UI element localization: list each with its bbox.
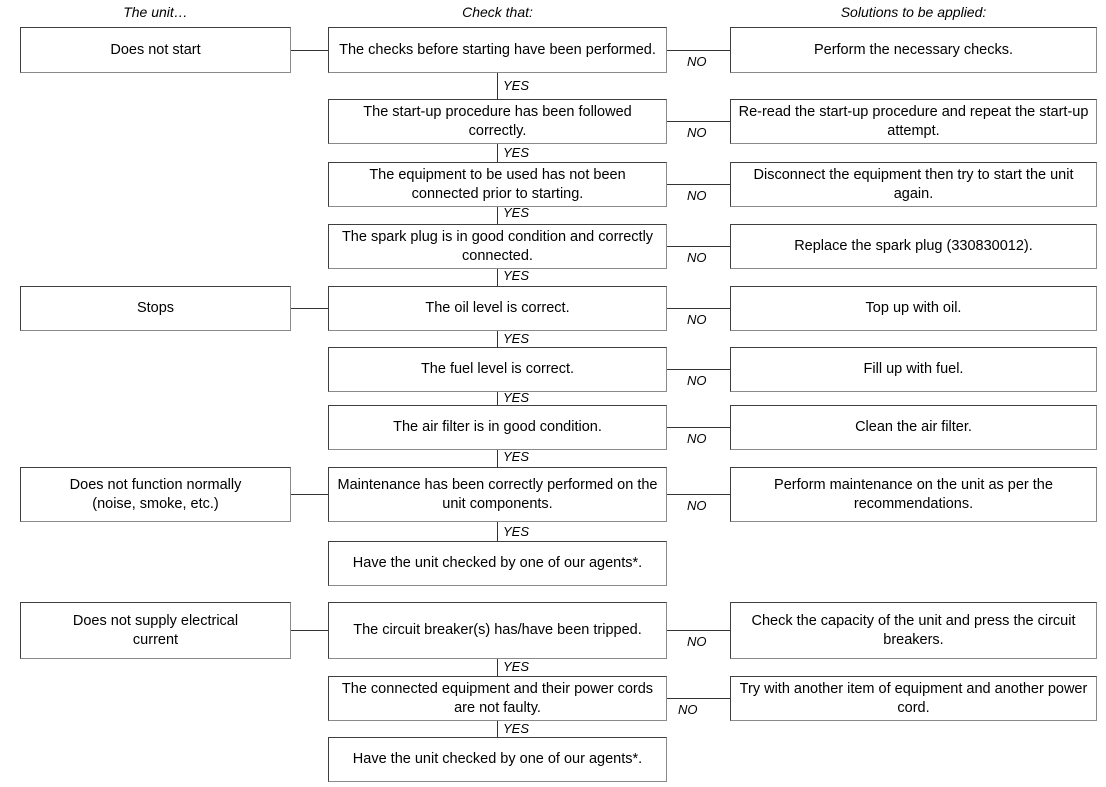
edge-label-no-4: NO: [687, 250, 707, 265]
connector-no-check-4-to-solution-4: [667, 246, 730, 247]
check-box-10[interactable]: The circuit breaker(s) has/have been tri…: [328, 602, 667, 659]
symptom-box-stops[interactable]: Stops: [20, 286, 291, 331]
connector-yes-check-10-to-check-11: [497, 659, 498, 676]
connector-no-check-6-to-solution-6: [667, 369, 730, 370]
check-box-8[interactable]: Maintenance has been correctly performed…: [328, 467, 667, 522]
edge-label-no-8: NO: [687, 498, 707, 513]
edge-label-yes-9: YES: [503, 659, 530, 674]
column-header-solution: Solutions to be applied:: [840, 4, 987, 20]
symptom-label: Does not function normally (noise, smoke…: [69, 476, 242, 512]
connector-symptom-1-to-check-1: [291, 50, 328, 51]
check-label: The equipment to be used has not been co…: [369, 166, 626, 202]
solution-label: Check the capacity of the unit and press…: [751, 612, 1076, 648]
edge-label-no-6: NO: [687, 373, 707, 388]
solution-label: Re-read the start-up procedure and repea…: [738, 103, 1089, 139]
connector-yes-check-3-to-check-4: [497, 207, 498, 224]
connector-no-check-1-to-solution-1: [667, 50, 730, 51]
edge-label-yes-10: YES: [503, 721, 530, 736]
edge-label-no-7: NO: [687, 431, 707, 446]
solution-label: Disconnect the equipment then try to sta…: [753, 166, 1074, 202]
symptom-box-does-not-start[interactable]: Does not start: [20, 27, 291, 73]
check-label: Maintenance has been correctly performed…: [337, 476, 658, 512]
solution-box-4[interactable]: Replace the spark plug (330830012).: [730, 224, 1097, 269]
solution-label: Top up with oil.: [865, 300, 962, 316]
check-label: The fuel level is correct.: [420, 361, 575, 377]
symptom-box-does-not-supply-electrical-current[interactable]: Does not supply electrical current: [20, 602, 291, 659]
connector-no-check-8-to-solution-8: [667, 494, 730, 495]
edge-label-yes-3: YES: [503, 205, 530, 220]
connector-yes-check-5-to-check-6: [497, 331, 498, 347]
check-label: Have the unit checked by one of our agen…: [352, 555, 643, 571]
edge-label-no-10: NO: [678, 702, 698, 717]
connector-symptom-2-to-check-5: [291, 308, 328, 309]
solution-box-3[interactable]: Disconnect the equipment then try to sta…: [730, 162, 1097, 207]
check-box-4[interactable]: The spark plug is in good condition and …: [328, 224, 667, 269]
symptom-label: Does not start: [110, 41, 201, 58]
solution-box-8[interactable]: Perform maintenance on the unit as per t…: [730, 467, 1097, 522]
solution-label: Fill up with fuel.: [863, 361, 964, 377]
connector-no-check-11-to-solution-10: [667, 698, 730, 699]
check-label: The air filter is in good condition.: [393, 419, 602, 435]
edge-label-no-5: NO: [687, 312, 707, 327]
check-label: The circuit breaker(s) has/have been tri…: [353, 622, 642, 638]
check-label: The checks before starting have been per…: [339, 41, 656, 58]
symptom-label: Stops: [136, 300, 175, 316]
solution-label: Replace the spark plug (330830012).: [794, 238, 1033, 254]
check-box-6[interactable]: The fuel level is correct.: [328, 347, 667, 392]
check-box-5[interactable]: The oil level is correct.: [328, 286, 667, 331]
connector-no-check-5-to-solution-5: [667, 308, 730, 309]
edge-label-yes-7: YES: [503, 449, 530, 464]
connector-symptom-4-to-check-10: [291, 630, 328, 631]
check-box-9[interactable]: Have the unit checked by one of our agen…: [328, 541, 667, 586]
check-box-12[interactable]: Have the unit checked by one of our agen…: [328, 737, 667, 782]
connector-yes-check-4-to-check-5: [497, 269, 498, 286]
connector-no-check-3-to-solution-3: [667, 184, 730, 185]
edge-label-yes-1: YES: [503, 78, 530, 93]
connector-no-check-7-to-solution-7: [667, 427, 730, 428]
edge-label-yes-4: YES: [503, 268, 530, 283]
solution-label: Clean the air filter.: [855, 419, 972, 435]
symptom-box-does-not-function-normally[interactable]: Does not function normally (noise, smoke…: [20, 467, 291, 522]
connector-symptom-3-to-check-8: [291, 494, 328, 495]
column-header-check: Check that:: [462, 4, 533, 20]
solution-box-5[interactable]: Top up with oil.: [730, 286, 1097, 331]
solution-box-2[interactable]: Re-read the start-up procedure and repea…: [730, 99, 1097, 144]
check-box-11[interactable]: The connected equipment and their power …: [328, 676, 667, 721]
edge-label-yes-2: YES: [503, 145, 530, 160]
check-box-7[interactable]: The air filter is in good condition.: [328, 405, 667, 450]
edge-label-yes-5: YES: [503, 331, 530, 346]
connector-yes-check-2-to-check-3: [497, 144, 498, 162]
check-box-1[interactable]: The checks before starting have been per…: [328, 27, 667, 73]
solution-label: Perform maintenance on the unit as per t…: [774, 476, 1053, 512]
connector-yes-check-7-to-check-8: [497, 450, 498, 467]
edge-label-no-9: NO: [687, 634, 707, 649]
solution-label: Perform the necessary checks.: [813, 41, 1014, 58]
connector-no-check-2-to-solution-2: [667, 121, 730, 122]
connector-yes-check-6-to-check-7: [497, 392, 498, 405]
edge-label-no-1: NO: [687, 54, 707, 69]
check-label: Have the unit checked by one of our agen…: [352, 751, 643, 767]
check-box-2[interactable]: The start-up procedure has been followed…: [328, 99, 667, 144]
edge-label-yes-6: YES: [503, 390, 530, 405]
connector-yes-check-1-to-check-2: [497, 73, 498, 99]
column-header-symptom: The unit…: [123, 4, 188, 20]
solution-box-7[interactable]: Clean the air filter.: [730, 405, 1097, 450]
connector-no-check-10-to-solution-9: [667, 630, 730, 631]
solution-box-10[interactable]: Try with another item of equipment and a…: [730, 676, 1097, 721]
symptom-label: Does not supply electrical current: [72, 612, 239, 648]
solution-label: Try with another item of equipment and a…: [739, 680, 1088, 716]
connector-yes-check-8-to-check-9: [497, 522, 498, 541]
edge-label-yes-8: YES: [503, 524, 530, 539]
check-box-3[interactable]: The equipment to be used has not been co…: [328, 162, 667, 207]
check-label: The start-up procedure has been followed…: [363, 103, 632, 139]
solution-box-6[interactable]: Fill up with fuel.: [730, 347, 1097, 392]
solution-box-1[interactable]: Perform the necessary checks.: [730, 27, 1097, 73]
solution-box-9[interactable]: Check the capacity of the unit and press…: [730, 602, 1097, 659]
check-label: The oil level is correct.: [425, 300, 570, 316]
edge-label-no-2: NO: [687, 125, 707, 140]
check-label: The spark plug is in good condition and …: [341, 228, 654, 264]
check-label: The connected equipment and their power …: [341, 680, 654, 716]
edge-label-no-3: NO: [687, 188, 707, 203]
connector-yes-check-11-to-check-12: [497, 721, 498, 737]
